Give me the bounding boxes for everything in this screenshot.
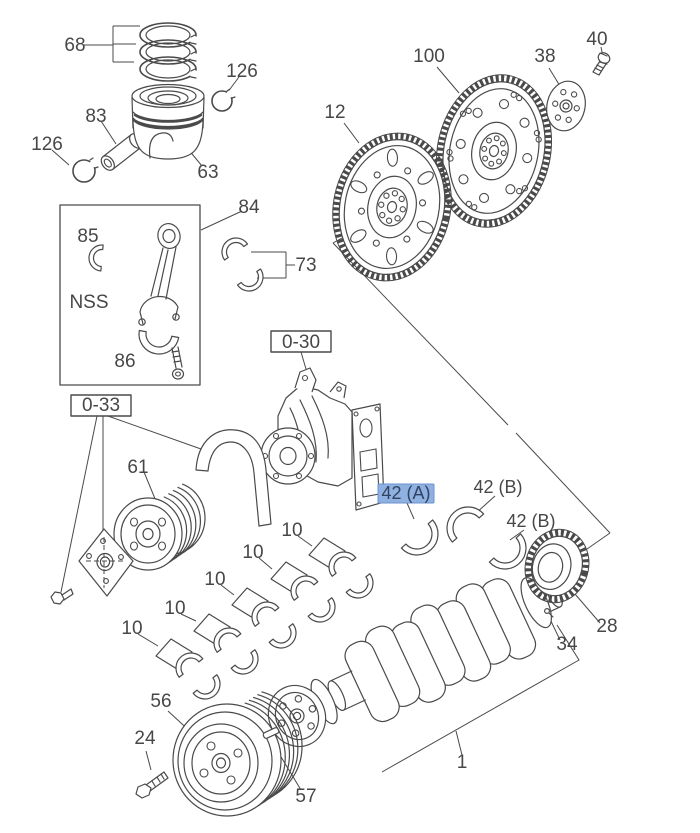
part-callouts: 68 126 83 126 63 84 85 73 NSS 86 61 12 1… [31,29,617,807]
bolt-24-drawing [135,771,169,799]
main-bearing-set [155,638,221,700]
part-label-10[interactable]: 10 [164,598,185,619]
part-label-73[interactable]: 73 [295,255,316,276]
part-label-42a[interactable]: 42 (A) [381,483,430,503]
pin-34-drawing [543,607,554,618]
bolt-40-drawing [592,52,611,76]
part-label-126[interactable]: 126 [226,61,258,82]
rod-bolt-86-drawing [171,346,185,380]
mount-plate-drawing [78,528,134,597]
part-label-24[interactable]: 24 [134,728,156,749]
highlight-box [377,483,435,504]
part-label-40[interactable]: 40 [586,29,607,50]
rod-bearings-73-drawing [221,237,264,292]
part-label-10[interactable]: 10 [242,542,263,563]
part-label-nss[interactable]: NSS [69,292,108,313]
thrust-washer-42b-drawing [446,506,485,543]
belt-drawing [195,429,272,527]
pulley-61-drawing [113,483,206,571]
part-label-28[interactable]: 28 [596,616,617,637]
section-ref-label[interactable]: 0-30 [282,332,320,353]
pulley-56-drawing [172,691,303,817]
section-ref-0-33[interactable]: 0-33 [70,394,132,417]
part-label-38[interactable]: 38 [534,46,555,67]
part-label-57[interactable]: 57 [295,786,316,807]
part-label-84[interactable]: 84 [238,197,260,218]
piston-ring-set-drawing [139,22,198,82]
part-label-68[interactable]: 68 [64,35,85,56]
section-ref-0-30[interactable]: 0-30 [270,330,332,353]
part-label-42b[interactable]: 42 (B) [506,511,555,531]
part-label-85[interactable]: 85 [77,226,98,247]
plate-38-drawing [546,80,586,132]
part-label-100[interactable]: 100 [413,46,445,67]
snap-ring-top-drawing [211,88,236,112]
part-label-10[interactable]: 10 [204,569,225,590]
part-label-12[interactable]: 12 [324,102,345,123]
rod-bearing-85-drawing [88,244,104,272]
connecting-rod-box [59,204,201,386]
part-label-1[interactable]: 1 [457,752,468,773]
highlighted-callout-42a[interactable]: 42 (A) [377,483,435,504]
part-label-61[interactable]: 61 [127,457,148,478]
part-label-86[interactable]: 86 [114,351,135,372]
part-label-10[interactable]: 10 [281,520,302,541]
thrust-washer-42b-drawing [488,533,527,570]
part-label-83[interactable]: 83 [85,106,106,127]
part-label-42b[interactable]: 42 (B) [473,477,522,497]
leader-lines [51,25,611,791]
main-bearing-set [231,587,297,649]
part-label-126[interactable]: 126 [31,134,63,155]
water-pump-drawing [260,367,385,511]
part-label-63[interactable]: 63 [197,162,218,183]
bolt-0-33-drawing [50,588,74,605]
gear-28-drawing [524,528,590,604]
thrust-washer-42a-drawing [400,519,439,556]
key-57-drawing [262,727,280,739]
main-bearing-set [193,613,259,675]
part-label-56[interactable]: 56 [150,691,171,712]
main-bearing-set [308,537,374,599]
snap-ring-left-drawing [72,157,99,183]
main-bearing-set [270,561,336,623]
connecting-rod-drawing [138,222,181,355]
flywheel-100-drawing [435,74,553,228]
piston-drawing [131,83,205,160]
section-ref-label[interactable]: 0-33 [82,395,120,416]
flywheel-12-drawing [332,132,452,282]
part-label-10[interactable]: 10 [121,618,142,639]
part-label-34[interactable]: 34 [556,634,578,655]
